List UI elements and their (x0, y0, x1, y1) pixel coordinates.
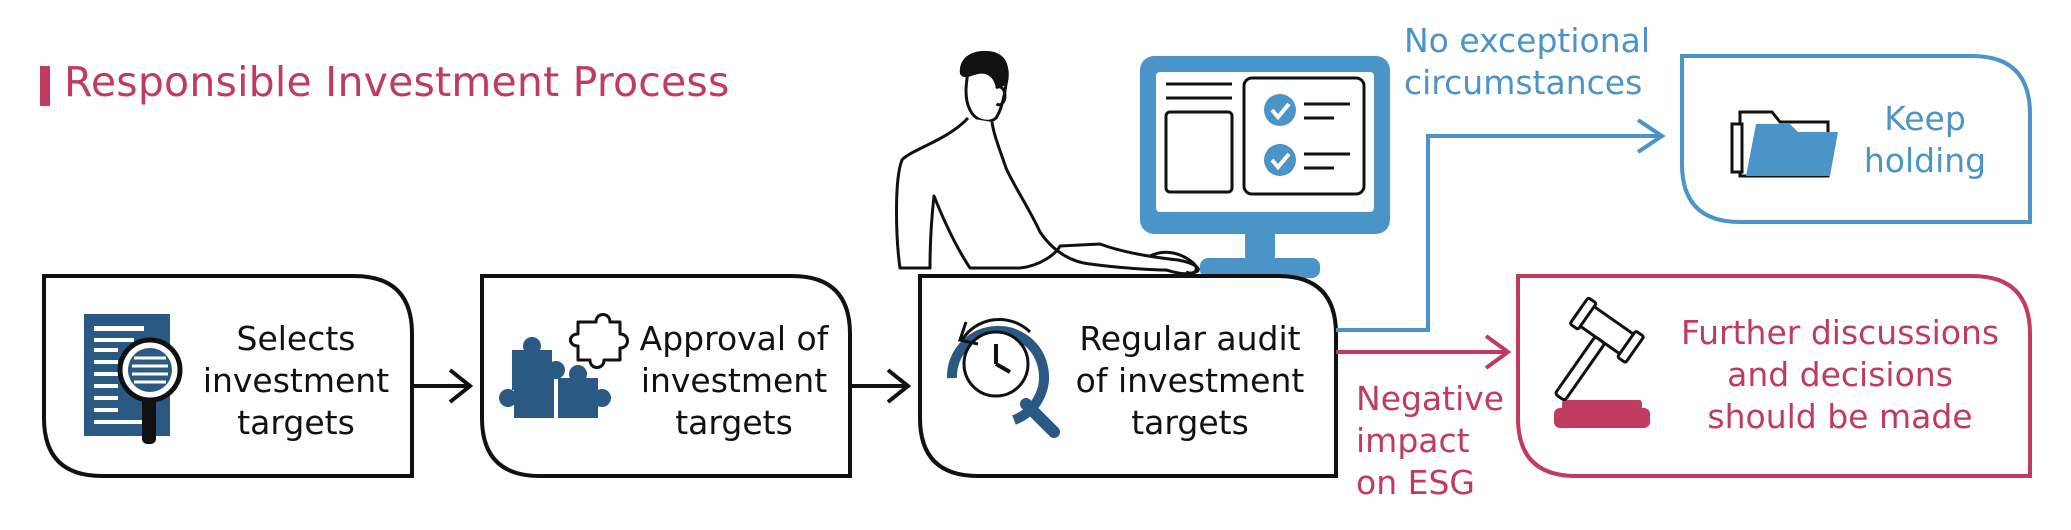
arrow-lower-branch (1336, 334, 1512, 370)
monitor-base (1200, 258, 1320, 278)
step-3-label-line: Regular audit (1079, 319, 1301, 358)
outcome-label-line: Keep (1884, 99, 1966, 138)
condition-label-line: circumstances (1404, 63, 1643, 102)
step-1-label: Selects investment targets (196, 318, 396, 444)
arrow-step-1-to-2 (412, 368, 474, 404)
outcome-label-line: Further discussions (1680, 313, 2000, 352)
arrow-step-2-to-3 (850, 368, 912, 404)
title-accent-bar (40, 66, 50, 106)
monitor-screen (1156, 72, 1374, 212)
monitor-neck (1245, 234, 1275, 260)
outcome-keep-holding-label: Keep holding (1840, 98, 2010, 182)
step-3-label-line: of investment (1075, 361, 1305, 400)
condition-negative-impact-label: Negative impact on ESG (1356, 378, 1516, 504)
step-3-label: Regular audit of investment targets (1074, 318, 1306, 444)
step-1-label-line: Selects (236, 319, 356, 358)
clock-search-icon (946, 318, 1060, 438)
step-2-label-line: Approval of (639, 319, 829, 358)
puzzle-pieces-icon (499, 313, 629, 418)
condition-no-exceptional-label: No exceptional circumstances (1404, 20, 1664, 104)
outcome-label-line: and decisions (1727, 355, 1953, 394)
outcome-label-line: should be made (1707, 397, 1973, 436)
condition-label-line: impact (1356, 421, 1470, 460)
step-2-label-line: targets (675, 403, 793, 442)
folder-icon (1730, 110, 1838, 178)
outcome-further-discussions-label: Further discussions and decisions should… (1670, 312, 2010, 438)
step-2-label: Approval of investment targets (634, 318, 834, 444)
gavel-icon (1554, 296, 1650, 428)
condition-label-line: on ESG (1356, 463, 1475, 502)
step-1-label-line: targets (237, 403, 355, 442)
check-icon (1264, 144, 1296, 176)
arrow-upper-branch (1336, 118, 1666, 332)
step-box-2 (480, 274, 852, 478)
person-at-computer-illustration (895, 50, 1390, 278)
step-2-label-line: investment (640, 361, 828, 400)
outcome-box-keep-holding (1680, 54, 2032, 224)
step-3-label-line: targets (1131, 403, 1249, 442)
page-title: Responsible Investment Process (64, 58, 730, 106)
condition-label-line: No exceptional (1404, 21, 1651, 60)
outcome-label-line: holding (1863, 141, 1987, 180)
condition-label-line: Negative (1356, 379, 1505, 418)
step-1-label-line: investment (202, 361, 390, 400)
document-magnifier-icon (84, 314, 183, 444)
check-icon (1264, 94, 1296, 126)
